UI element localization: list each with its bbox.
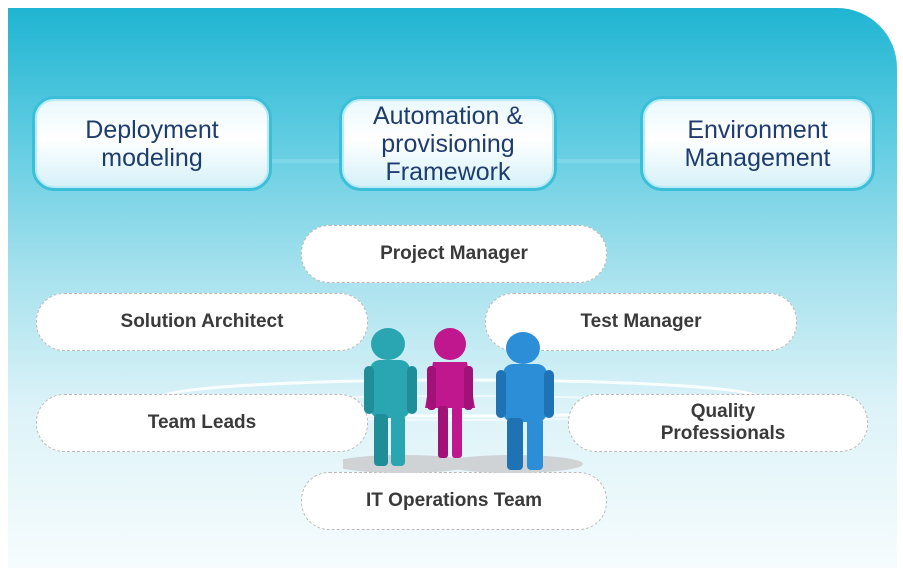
capability-deployment-modeling: Deployment modeling bbox=[32, 96, 272, 191]
role-project-manager: Project Manager bbox=[301, 225, 607, 283]
background-panel: Deployment modeling Automation & provisi… bbox=[8, 8, 897, 568]
team-people-illustration bbox=[343, 328, 583, 473]
role-solution-architect: Solution Architect bbox=[36, 293, 368, 351]
person-blue-icon bbox=[496, 332, 554, 470]
capability-environment-management: Environment Management bbox=[640, 96, 875, 191]
person-magenta-icon bbox=[425, 328, 475, 458]
role-quality-professionals: Quality Professionals bbox=[568, 394, 868, 452]
connector-line-left bbox=[270, 159, 350, 163]
role-it-operations-team: IT Operations Team bbox=[301, 472, 607, 530]
person-teal-icon bbox=[364, 328, 417, 466]
connector-line-right bbox=[551, 159, 641, 163]
role-team-leads: Team Leads bbox=[36, 394, 368, 452]
capability-automation-framework: Automation & provisioning Framework bbox=[339, 96, 557, 191]
